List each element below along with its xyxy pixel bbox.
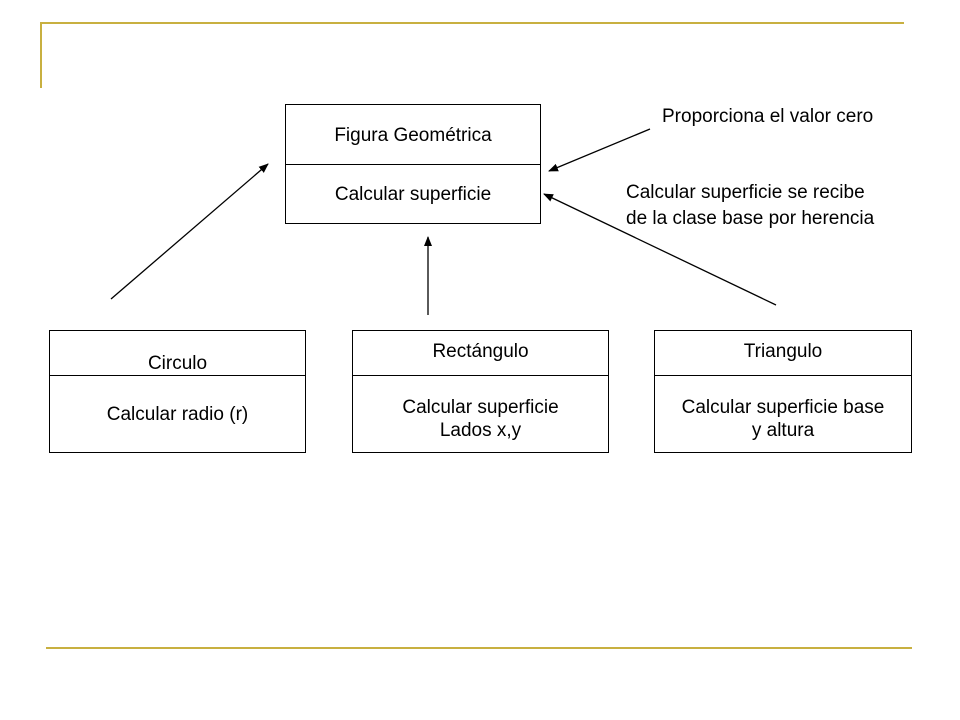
rectangulo-method: Calcular superficie Lados x,y bbox=[353, 385, 608, 453]
triangulo-method-line-2: y altura bbox=[751, 420, 815, 441]
circulo-method: Calcular radio (r) bbox=[50, 376, 305, 453]
frame-bottom-line bbox=[46, 647, 912, 649]
inheritance-note-line-2: de la clase base por herencia bbox=[626, 208, 875, 229]
triangulo-method-line-1: Calcular superficie base bbox=[681, 397, 885, 418]
triangulo-to-base-arrow bbox=[543, 193, 777, 306]
triangulo-divider bbox=[655, 375, 911, 376]
rectangulo-method-line-2: Lados x,y bbox=[439, 420, 522, 441]
rectangulo-method-line-1: Calcular superficie bbox=[402, 397, 559, 418]
inheritance-note-line-1: Calcular superficie se recibe bbox=[626, 182, 865, 203]
zero-value-note-arrow bbox=[548, 128, 651, 172]
rectangulo-divider bbox=[353, 375, 608, 376]
base-class-method: Calcular superficie bbox=[334, 184, 492, 205]
triangulo-class-box: Triangulo Calcular superficie base y alt… bbox=[654, 330, 912, 453]
rectangulo-class-name: Rectángulo bbox=[432, 340, 529, 362]
circulo-divider bbox=[50, 375, 305, 376]
circulo-to-base-arrow bbox=[110, 163, 269, 300]
circulo-method-line: Calcular radio (r) bbox=[106, 404, 249, 425]
circulo-class-box: Circulo Calcular radio (r) bbox=[49, 330, 306, 453]
base-class-box: Figura Geométrica Calcular superficie bbox=[285, 104, 541, 224]
zero-value-note: Proporciona el valor cero bbox=[662, 106, 874, 127]
triangulo-method: Calcular superficie base y altura bbox=[655, 385, 911, 453]
circulo-class-name: Circulo bbox=[147, 352, 208, 374]
frame-left-line bbox=[40, 22, 42, 88]
base-class-name: Figura Geométrica bbox=[334, 124, 492, 146]
triangulo-class-name: Triangulo bbox=[743, 340, 823, 362]
base-class-divider bbox=[286, 164, 540, 165]
inheritance-note: Calcular superficie se recibe de la clas… bbox=[626, 180, 874, 232]
rectangulo-class-box: Rectángulo Calcular superficie Lados x,y bbox=[352, 330, 609, 453]
frame-top-line bbox=[40, 22, 904, 24]
